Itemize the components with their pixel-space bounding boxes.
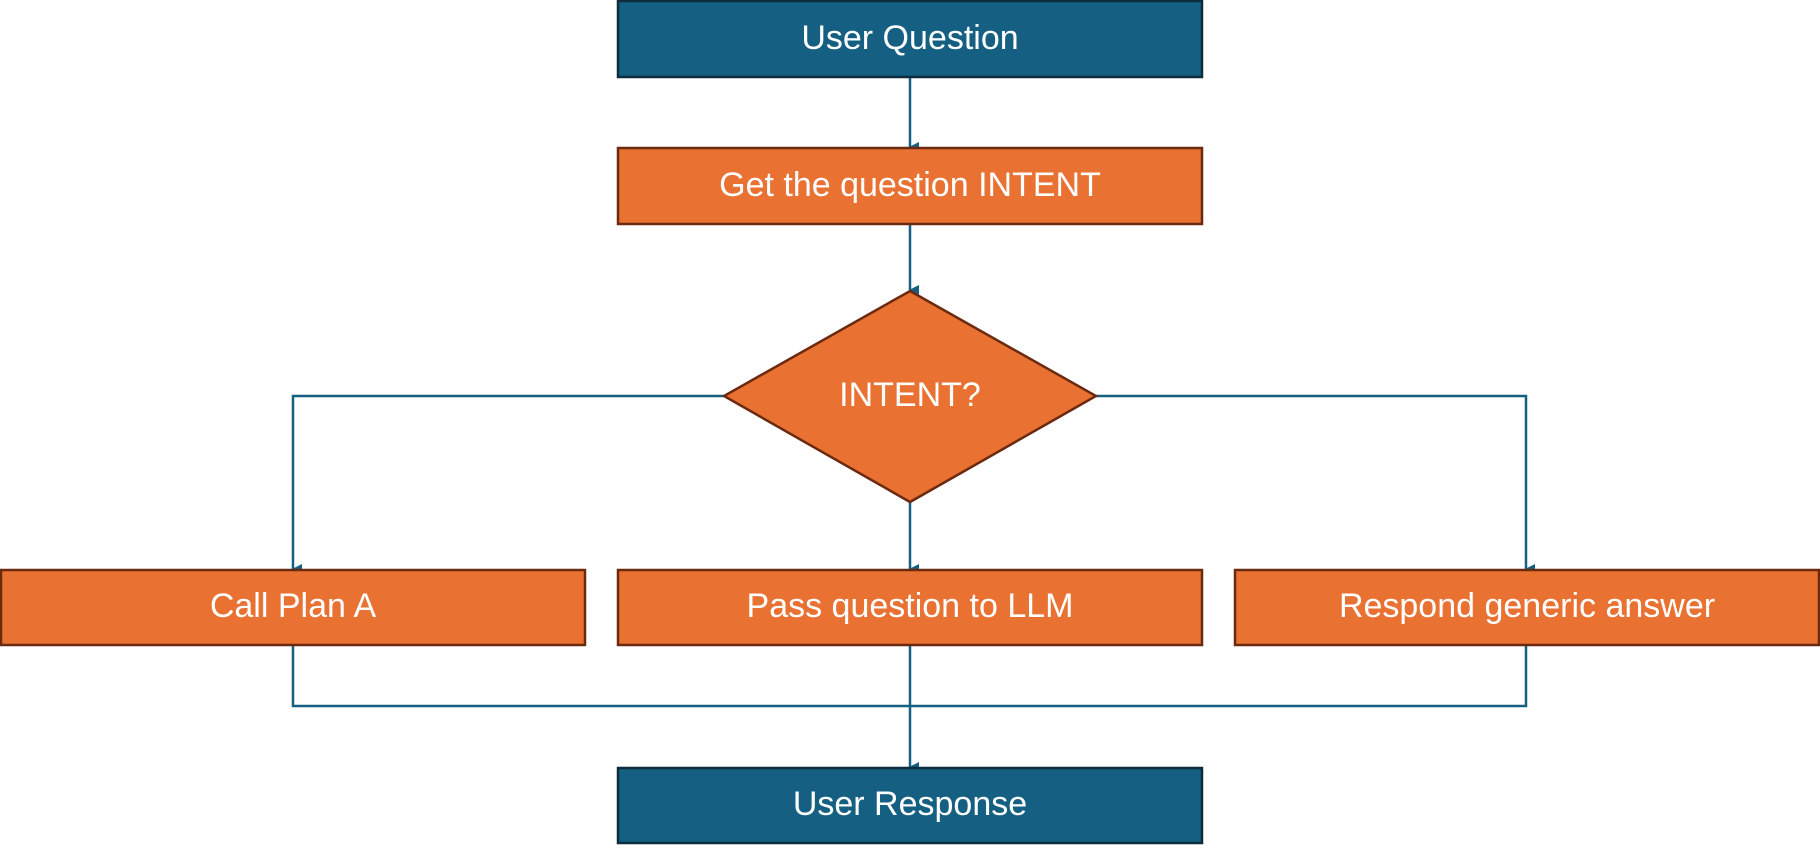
process-box — [1233, 568, 1820, 647]
connectors — [291, 77, 1535, 772]
node-label: Respond generic answer — [1339, 587, 1715, 625]
node-respond-generic: Respond generic answer — [1233, 568, 1820, 647]
process-box — [0, 568, 587, 647]
node-label: Get the question INTENT — [719, 166, 1101, 204]
node-label: Pass question to LLM — [747, 587, 1074, 625]
node-call-plan-a: Call Plan A — [0, 568, 587, 647]
node-label: User Question — [801, 19, 1018, 57]
line-generic-to-merge — [910, 645, 1528, 708]
node-user-question: User Question — [616, 0, 1204, 79]
decision-diamond — [721, 289, 1099, 504]
arrow-decision-to-generic — [1096, 394, 1535, 574]
node-get-intent: Get the question INTENT — [616, 146, 1204, 226]
line-plan-a-to-merge — [291, 645, 910, 708]
terminal-box — [616, 766, 1204, 845]
node-label: Call Plan A — [210, 587, 377, 625]
node-user-response: User Response — [616, 766, 1204, 845]
terminal-box — [616, 0, 1204, 79]
node-pass-to-llm: Pass question to LLM — [616, 568, 1204, 647]
node-label: User Response — [793, 785, 1027, 823]
process-box — [616, 146, 1204, 226]
arrow-decision-to-plan-a — [291, 394, 724, 574]
process-box — [616, 568, 1204, 647]
node-label: INTENT? — [839, 376, 981, 414]
node-intent-decision: INTENT? — [721, 289, 1099, 504]
